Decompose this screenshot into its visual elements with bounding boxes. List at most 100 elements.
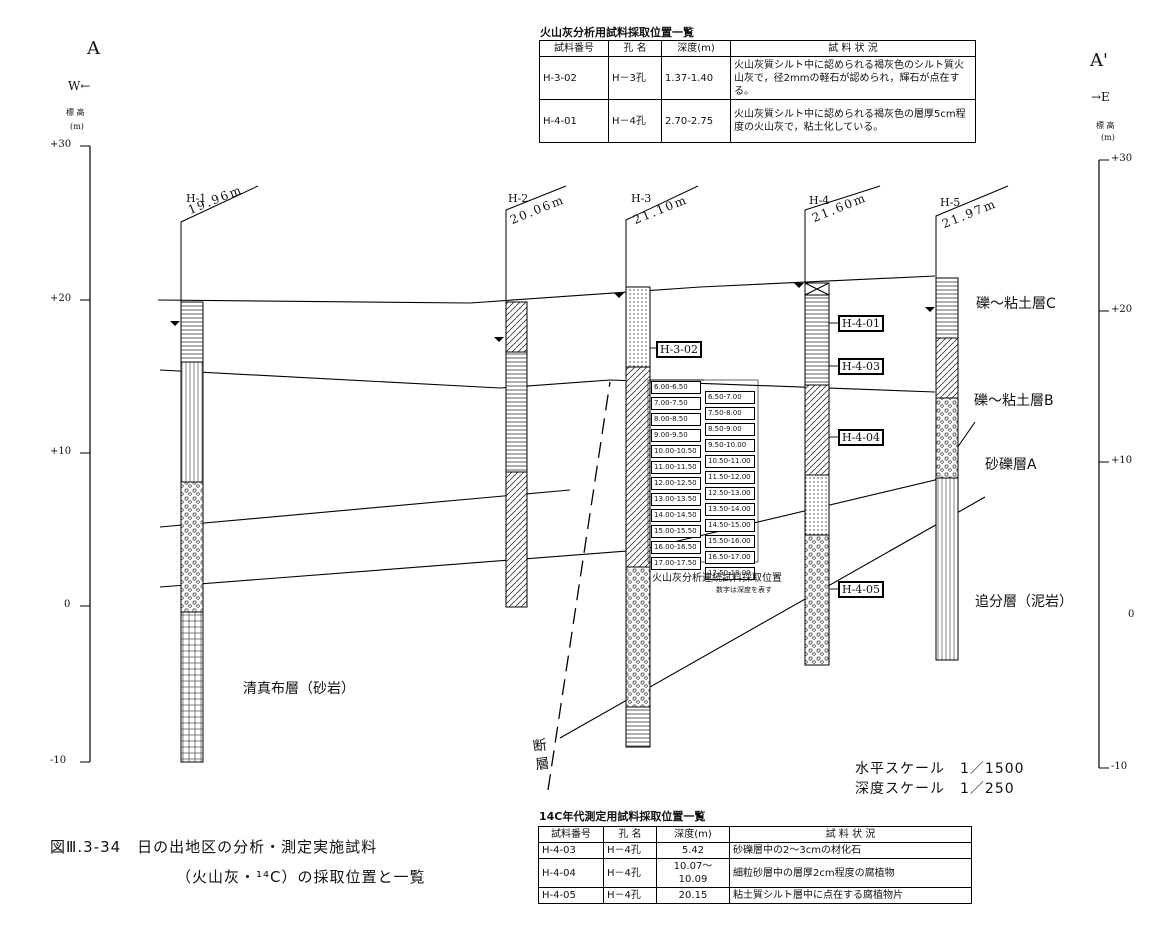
sample-tag: H-4-03 (838, 358, 885, 375)
sample-tag: H-4-01 (838, 315, 885, 332)
figure-caption-line1: 図Ⅲ.3-34 日の出地区の分析・測定実施試料 (50, 838, 378, 856)
continuous-sample-box: 14.00-14.50 (651, 509, 701, 522)
continuous-sample-box: 15.50-16.00 (705, 535, 755, 548)
right-tick-label: 0 (1128, 609, 1135, 620)
col-header: 試 料 状 況 (730, 40, 976, 57)
cell: 火山灰質シルト中に認められる褐灰色のシルト質火山灰で，径2mmの軽石が認められ，… (730, 56, 976, 100)
borehole-name: H-1 (186, 192, 207, 205)
col-header: 孔 名 (608, 40, 662, 57)
right-tick-label: -10 (1111, 761, 1128, 772)
borehole-h2 (505, 185, 567, 608)
continuous-sample-note: 数字は深度を表す (716, 586, 772, 594)
continuous-sample-box: 10.00-10.50 (651, 445, 701, 458)
continuous-sample-box: 16.50-17.00 (705, 551, 755, 564)
sample-tag: H-3-02 (656, 341, 703, 358)
continuous-sample-box: 7.50-8.00 (705, 407, 755, 420)
continuous-sample-box: 8.50-9.00 (705, 423, 755, 436)
section-left-label: A (87, 38, 100, 59)
col-header: 試料番号 (538, 826, 604, 843)
table-header-row: 試料番号 孔 名 深度(m) 試 料 状 況 (538, 826, 972, 843)
continuous-sample-box: 15.00-15.50 (651, 525, 701, 538)
west-direction: W← (68, 79, 91, 93)
continuous-sample-box: 17.50-18.00 (705, 567, 755, 580)
borehole-h1 (180, 185, 259, 763)
fault-label: 断 層 (529, 737, 551, 772)
layer-boundaries (157, 275, 986, 739)
continuous-sample-box: 6.50-7.00 (705, 391, 755, 404)
table-row: H-4-05 H－4孔 20.15 粘土質シルト層中に点在する腐植物片 (538, 887, 972, 904)
right-tick-label: +30 (1111, 153, 1133, 164)
continuous-sample-caption: 火山灰分析連続試料採取位置 (652, 573, 782, 584)
borehole-name: H-2 (508, 192, 529, 205)
continuous-sample-box: 12.50-13.00 (705, 487, 755, 500)
continuous-sample-box: 12.00-12.50 (651, 477, 701, 490)
bottom-table-title: 14C年代測定用試料採取位置一覧 (539, 810, 706, 823)
layer-label-a: 砂礫層A (985, 457, 1037, 473)
layer-label-c: 礫～粘土層C (976, 296, 1056, 312)
left-elev-title: 標 高 (66, 108, 85, 117)
continuous-sample-frame (647, 379, 759, 563)
left-tick-label: 0 (64, 599, 71, 610)
col-header: 深度(m) (661, 40, 731, 57)
right-tick-label: +20 (1111, 304, 1133, 315)
horizontal-scale: 水平スケール 1／1500 (855, 761, 1025, 777)
right-tick-label: +10 (1111, 455, 1133, 466)
right-elev-title: 標 高 (1096, 121, 1115, 130)
cell: 細粒砂層中の層厚2cm程度の腐植物 (729, 858, 972, 888)
left-elevation-axis (80, 145, 91, 763)
table-row: H-3-02 H－3孔 1.37-1.40 火山灰質シルト中に認められる褐灰色の… (539, 56, 976, 100)
layer-label-oiwake: 追分層（泥岩） (975, 594, 1073, 610)
c14-sample-table: 試料番号 孔 名 深度(m) 試 料 状 況 H-4-03 H－4孔 5.42 … (538, 826, 972, 904)
continuous-sample-box: 14.50-15.00 (705, 519, 755, 532)
figure-caption-line2: （火山灰・¹⁴C）の採取位置と一覧 (176, 868, 426, 886)
continuous-samples-col2: 6.50-7.00 7.50-8.00 8.50-9.00 9.50-10.00 10.… (705, 391, 755, 583)
table-header-row: 試料番号 孔 名 深度(m) 試 料 状 況 (539, 40, 976, 57)
cell: H－4孔 (608, 99, 662, 143)
layer-label-b: 礫～粘土層B (974, 393, 1054, 409)
cell: 20.15 (656, 887, 730, 904)
top-table-title: 火山灰分析用試料採取位置一覧 (540, 26, 694, 39)
cell: H－4孔 (603, 858, 657, 888)
sample-tag: H-4-05 (838, 581, 885, 598)
borehole-h3 (625, 185, 699, 748)
cell: H-3-02 (539, 56, 609, 100)
continuous-sample-box: 10.50-11.00 (705, 455, 755, 468)
cell: H-4-01 (539, 99, 609, 143)
cell: 5.42 (656, 842, 730, 859)
table-row: H-4-04 H－4孔 10.07～10.09 細粒砂層中の層厚2cm程度の腐植… (538, 858, 972, 888)
right-elevation-axis (1098, 159, 1109, 769)
col-header: 孔 名 (603, 826, 657, 843)
sample-tag: H-4-04 (838, 429, 885, 446)
continuous-sample-box: 17.00-17.50 (651, 557, 701, 570)
table-row: H-4-03 H－4孔 5.42 砂礫層中の2～3cmの材化石 (538, 842, 972, 859)
continuous-sample-box: 13.00-13.50 (651, 493, 701, 506)
fault-line (547, 381, 611, 791)
continuous-sample-box: 7.00-7.50 (651, 397, 701, 410)
continuous-sample-box: 11.50-12.00 (705, 471, 755, 484)
borehole-name: H-5 (940, 196, 961, 209)
continuous-sample-box: 13.50-14.00 (705, 503, 755, 516)
left-tick-label: +20 (50, 293, 72, 304)
cell: H-4-04 (538, 858, 604, 888)
continuous-sample-box: 9.00-9.50 (651, 429, 701, 442)
left-tick-label: +10 (50, 446, 72, 457)
borehole-h4 (804, 185, 881, 666)
col-header: 試 料 状 況 (729, 826, 972, 843)
cell: 砂礫層中の2～3cmの材化石 (729, 842, 972, 859)
cell: 10.07～10.09 (656, 858, 730, 888)
section-right-label: A' (1090, 50, 1108, 71)
borehole-name: H-4 (809, 194, 830, 207)
col-header: 試料番号 (539, 40, 609, 57)
cell: 火山灰質シルト中に認められる褐灰色の層厚5cm程度の火山灰で，粘土化している。 (730, 99, 976, 143)
continuous-sample-box: 11.00-11.50 (651, 461, 701, 474)
cell: H－4孔 (603, 887, 657, 904)
col-header: 深度(m) (656, 826, 730, 843)
right-elev-unit: (m) (1101, 133, 1115, 142)
continuous-sample-box: 9.50-10.00 (705, 439, 755, 452)
layer-label-kiyomappu: 清真布層（砂岩） (243, 681, 355, 697)
cell: 2.70-2.75 (661, 99, 731, 143)
cell: H－3孔 (608, 56, 662, 100)
volcanic-ash-sample-table: 試料番号 孔 名 深度(m) 試 料 状 況 H-3-02 H－3孔 1.37-… (539, 40, 976, 143)
